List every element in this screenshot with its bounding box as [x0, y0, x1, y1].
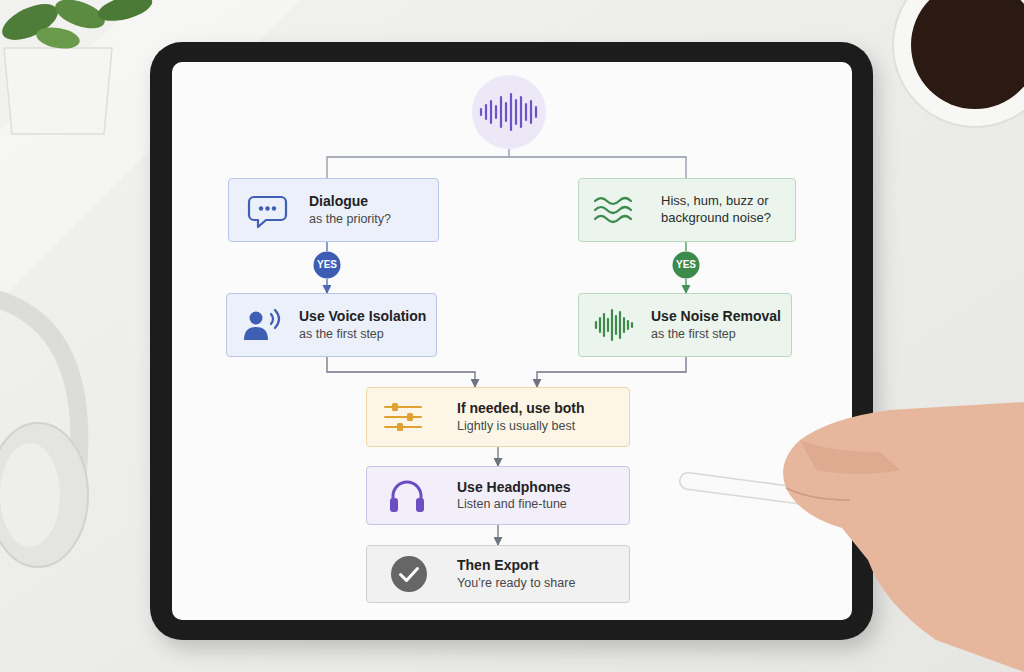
node-heading: YES	[317, 259, 337, 270]
plant-leaf	[95, 0, 155, 26]
tablet	[150, 42, 873, 640]
connector-arrow	[497, 525, 498, 545]
icon-symbol	[244, 310, 279, 340]
node-body: Lightly is usually best	[457, 418, 585, 435]
connector-arrow	[497, 447, 498, 466]
box-icon	[591, 303, 635, 347]
text-group: YES	[676, 259, 696, 270]
end-box: Then ExportYou’re ready to share	[366, 545, 630, 603]
yes-badge: YES	[313, 251, 341, 279]
node-body: as the priority?	[309, 211, 391, 228]
connector-arrow	[685, 279, 686, 293]
tablet-bezel	[150, 42, 873, 640]
connector-arrow	[685, 242, 686, 251]
text-group: If needed, use bothLightly is usually be…	[457, 399, 585, 434]
icon-symbol	[391, 556, 427, 592]
process-box: Use Noise Removalas the first step	[578, 293, 792, 357]
node-heading: Dialogue	[309, 192, 391, 210]
connector-arrow	[326, 279, 327, 293]
split-line	[327, 149, 686, 178]
plant-leaf	[35, 24, 82, 51]
question-box: Hiss, hum, buzz or background noise?	[578, 178, 796, 242]
text-group: Then ExportYou’re ready to share	[457, 556, 575, 591]
node-body: as the first step	[651, 326, 781, 343]
waveform-symbol	[481, 94, 536, 130]
question-box: Dialogueas the priority?	[228, 178, 439, 242]
icon-symbol	[596, 310, 632, 340]
box-icon	[245, 188, 289, 232]
icon-symbol	[385, 403, 421, 431]
cup-rim	[893, 0, 1024, 127]
text-group: Use Voice Isolationas the first step	[299, 307, 426, 342]
node-heading: Use Headphones	[457, 478, 571, 496]
process-box: If needed, use bothLightly is usually be…	[366, 387, 630, 447]
connector-arrow	[327, 357, 475, 387]
hand	[783, 402, 1024, 672]
headphones	[0, 300, 88, 567]
icon-symbol	[595, 198, 631, 222]
plant-pot	[4, 48, 112, 134]
hand-with-stylus	[688, 402, 1024, 672]
node-body: Listen and fine-tune	[457, 496, 571, 513]
node-heading: Hiss, hum, buzz or background noise?	[661, 193, 785, 227]
process-box: Use HeadphonesListen and fine-tune	[366, 466, 630, 525]
text-group: Use HeadphonesListen and fine-tune	[457, 478, 571, 513]
box-icon	[591, 188, 635, 232]
connector-arrow	[537, 357, 686, 387]
box-icon	[240, 303, 284, 347]
connector-arrow	[326, 242, 327, 251]
node-body: You’re ready to share	[457, 575, 575, 592]
node-heading: If needed, use both	[457, 399, 585, 417]
icon-symbol	[390, 482, 424, 512]
text-group: Hiss, hum, buzz or background noise?	[661, 193, 785, 227]
finger-crease	[786, 488, 850, 500]
potted-plant	[0, 0, 155, 134]
node-heading: Use Noise Removal	[651, 307, 781, 325]
start-circle	[472, 75, 546, 149]
headphone-cup	[0, 423, 88, 567]
coffee-cup	[893, 0, 1024, 127]
connector-group	[327, 242, 686, 545]
node-heading: YES	[676, 259, 696, 270]
node-body: as the first step	[299, 326, 426, 343]
box-icon	[381, 395, 425, 439]
text-group: YES	[317, 259, 337, 270]
badge-fill	[313, 251, 340, 278]
icon-symbol	[249, 197, 286, 227]
node-heading: Then Export	[457, 556, 575, 574]
process-box: Use Voice Isolationas the first step	[226, 293, 437, 357]
yes-badge: YES	[672, 251, 700, 279]
text-group: Dialogueas the priority?	[309, 192, 391, 227]
headphone-cushion	[0, 443, 60, 547]
tablet-screen	[172, 62, 852, 620]
text-group: Use Noise Removalas the first step	[651, 307, 781, 342]
box-icon	[387, 552, 431, 596]
node-heading: Use Voice Isolation	[299, 307, 426, 325]
finger-shade	[800, 440, 900, 474]
box-icon	[385, 474, 429, 518]
coffee	[911, 0, 1024, 109]
badge-fill	[672, 251, 699, 278]
audio-start-symbol	[327, 75, 686, 178]
